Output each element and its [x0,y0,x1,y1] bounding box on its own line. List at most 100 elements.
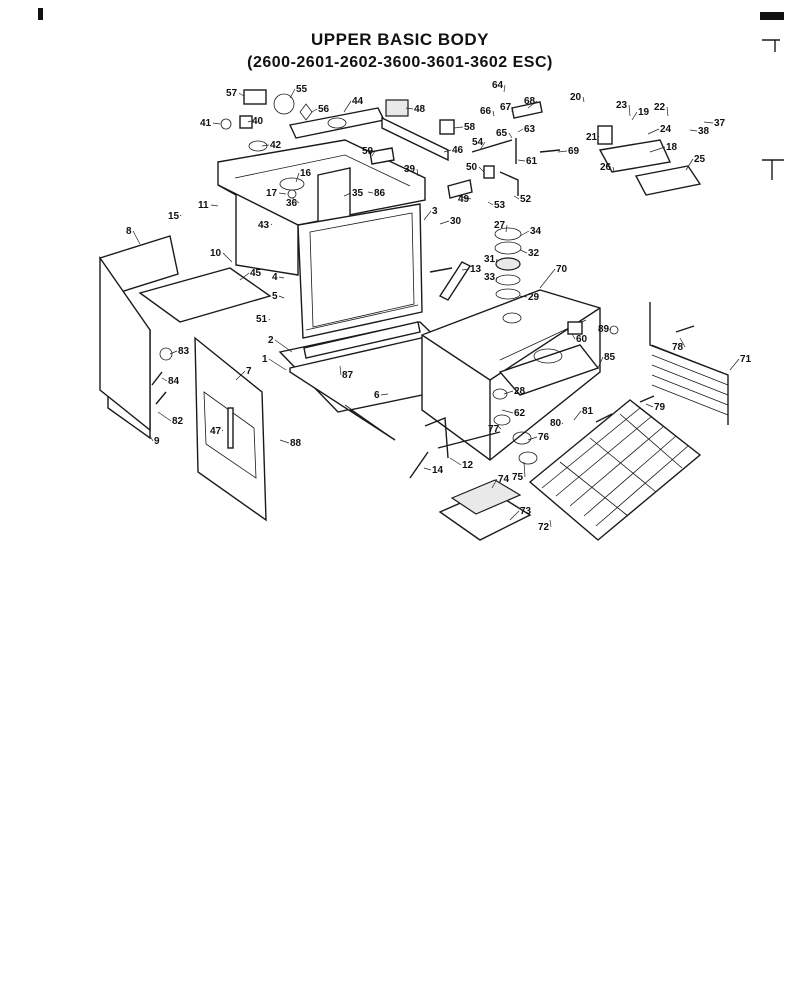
part-42-lamp [248,140,268,152]
leader-line-80 [561,422,564,425]
part-28-cap [492,388,508,400]
part-82-hinge [151,371,167,405]
part-label-47: 47 [210,426,222,437]
part-49-clip [447,179,473,199]
part-label-25: 25 [694,154,706,165]
part-label-2: 2 [268,335,274,346]
leader-line-57 [238,92,245,97]
part-label-72: 72 [538,522,550,533]
part-label-56: 56 [318,104,330,115]
leader-line-8 [132,230,141,245]
leader-line-19 [631,111,638,121]
part-label-66: 66 [480,106,492,117]
leader-line-47 [221,429,224,432]
part-81-clip [595,413,613,423]
part-label-67: 67 [500,102,512,113]
leader-line-43 [270,223,273,226]
part-56-fan-blade [299,103,313,121]
part-label-21: 21 [586,132,598,143]
part-label-11: 11 [198,200,209,211]
part-label-37: 37 [714,118,726,129]
part-label-51: 51 [256,314,268,325]
part-label-28: 28 [514,386,526,397]
leader-line-29 [519,295,528,298]
leader-line-34 [519,230,530,237]
diagram-title: UPPER BASIC BODY [310,30,490,49]
leader-line-38 [689,129,698,132]
leader-line-64 [503,84,506,93]
part-label-17: 17 [266,188,278,199]
leader-line-89 [609,328,612,331]
part-50-block [483,165,495,179]
part-label-62: 62 [514,408,526,419]
part-14-spring [409,451,429,479]
part-label-89: 89 [598,324,610,335]
part-59-bracket [369,147,395,165]
leader-line-60 [571,333,576,340]
part-label-88: 88 [290,438,302,449]
part-label-85: 85 [604,352,616,363]
part-60-latch [567,321,583,335]
part-83-knob [159,347,173,361]
scan-mark [762,159,784,180]
leader-line-10 [222,252,233,263]
part-label-4: 4 [272,272,278,283]
part-label-8: 8 [126,226,132,237]
part-label-43: 43 [258,220,270,231]
leader-line-42 [261,144,270,147]
part-label-40: 40 [252,116,264,127]
part-70-oven-liner [421,289,601,461]
leader-line-12 [449,457,462,466]
part-21-block [597,125,613,145]
part-57-bracket [243,89,267,105]
leader-line-51 [268,318,271,321]
part-8-side-panel [99,235,179,440]
leader-line-67 [511,106,514,113]
part-45-shelf [138,267,272,323]
part-label-74: 74 [498,474,510,485]
part-12-pipe [424,416,501,459]
leader-line-83 [169,350,178,355]
part-label-48: 48 [414,104,426,115]
part-label-76: 76 [538,432,550,443]
leader-line-14 [423,467,432,471]
part-44-vent-plate [288,107,386,139]
part-54-rod [471,139,513,153]
part-label-60: 60 [576,334,588,345]
part-label-27: 27 [494,220,506,231]
leader-line-9 [149,435,154,442]
part-label-24: 24 [660,124,672,135]
leader-line-54 [479,141,486,151]
part-25-tray [634,165,702,196]
part-label-22: 22 [654,102,666,113]
part-52-bracket [499,171,519,196]
leader-line-2 [274,339,293,353]
part-label-83: 83 [178,346,190,357]
part-label-32: 32 [528,248,540,259]
part-18-control-plate [598,139,672,173]
scan-mark [762,39,780,52]
part-40-switch [239,115,253,129]
leader-line-73 [509,510,520,521]
leader-line-27 [505,224,508,233]
part-label-63: 63 [524,124,536,135]
part-label-46: 46 [452,145,464,156]
leader-line-84 [161,377,168,382]
part-69-wire [539,149,561,153]
part-label-81: 81 [582,406,594,417]
part-label-39: 39 [404,164,416,175]
leader-line-18 [649,146,666,153]
leader-line-26 [612,166,615,173]
leader-line-87 [339,365,342,376]
leader-line-25 [685,158,694,171]
part-label-36: 36 [286,198,298,209]
leader-line-82 [157,411,172,422]
leader-line-75 [523,461,526,478]
part-label-75: 75 [512,472,524,483]
leader-line-6 [380,393,389,396]
part-label-65: 65 [496,128,508,139]
part-7-lower-door [194,336,267,522]
part-32-burner-stack [494,227,522,300]
part-label-78: 78 [672,342,684,353]
leader-line-5 [278,295,285,299]
